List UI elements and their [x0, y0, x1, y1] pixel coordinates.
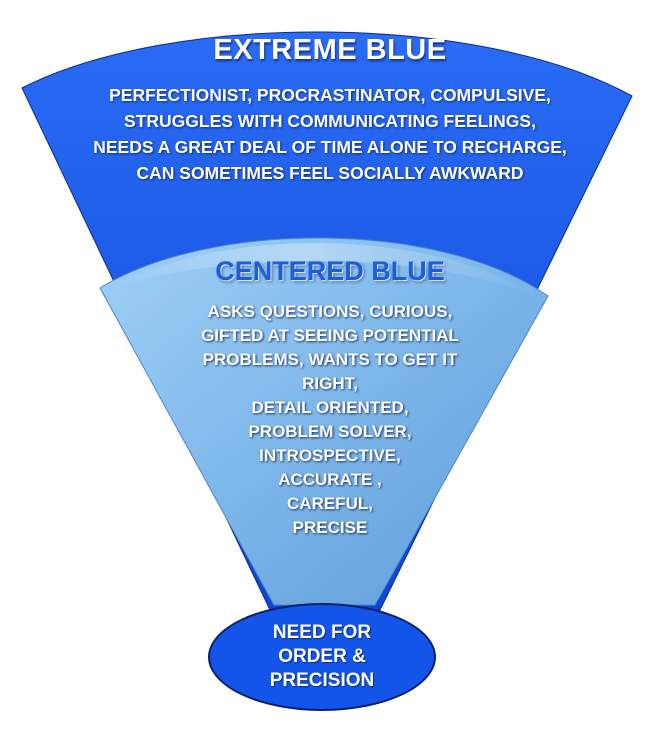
extreme-trait-line: NEEDS A GREAT DEAL OF TIME ALONE TO RECH… — [93, 137, 567, 157]
extreme-trait-line: STRUGGLES WITH COMMUNICATING FEELINGS, — [124, 111, 536, 131]
centered-blue-highlight — [108, 242, 540, 298]
core-need-line: PRECISION — [269, 670, 375, 691]
centered-blue-band — [99, 237, 549, 606]
centered-trait-line: ACCURATE , — [278, 470, 382, 489]
centered-trait-line: CAREFUL, — [287, 494, 373, 513]
centered-trait-line: PROBLEMS, WANTS TO GET IT — [202, 350, 458, 369]
centered-trait-line: PROBLEM SOLVER, — [248, 422, 412, 441]
centered-trait-line: GIFTED AT SEEING POTENTIAL — [201, 326, 459, 345]
centered-trait-line: INTROSPECTIVE, — [259, 446, 401, 465]
centered-blue-title: CENTERED BLUE — [215, 256, 445, 286]
centered-trait-line: ASKS QUESTIONS, CURIOUS, — [207, 302, 453, 321]
core-need-line: ORDER & — [278, 646, 366, 667]
core-need-line: NEED FOR — [272, 622, 372, 643]
centered-blue-traits: ASKS QUESTIONS, CURIOUS, GIFTED AT SEEIN… — [150, 300, 510, 540]
extreme-blue-traits: PERFECTIONIST, PROCRASTINATOR, COMPULSIV… — [60, 82, 600, 186]
centered-trait-line: RIGHT, — [302, 374, 358, 393]
extreme-trait-line: CAN SOMETIMES FEEL SOCIALLY AWKWARD — [136, 163, 524, 183]
extreme-blue-title: EXTREME BLUE — [213, 34, 447, 66]
centered-trait-line: PRECISE — [292, 518, 368, 537]
extreme-trait-line: PERFECTIONIST, PROCRASTINATOR, COMPULSIV… — [109, 85, 551, 105]
core-need-ellipse: NEED FOR ORDER & PRECISION — [208, 603, 436, 711]
core-need-text: NEED FOR ORDER & PRECISION — [270, 621, 375, 693]
centered-trait-line: DETAIL ORIENTED, — [251, 398, 409, 417]
